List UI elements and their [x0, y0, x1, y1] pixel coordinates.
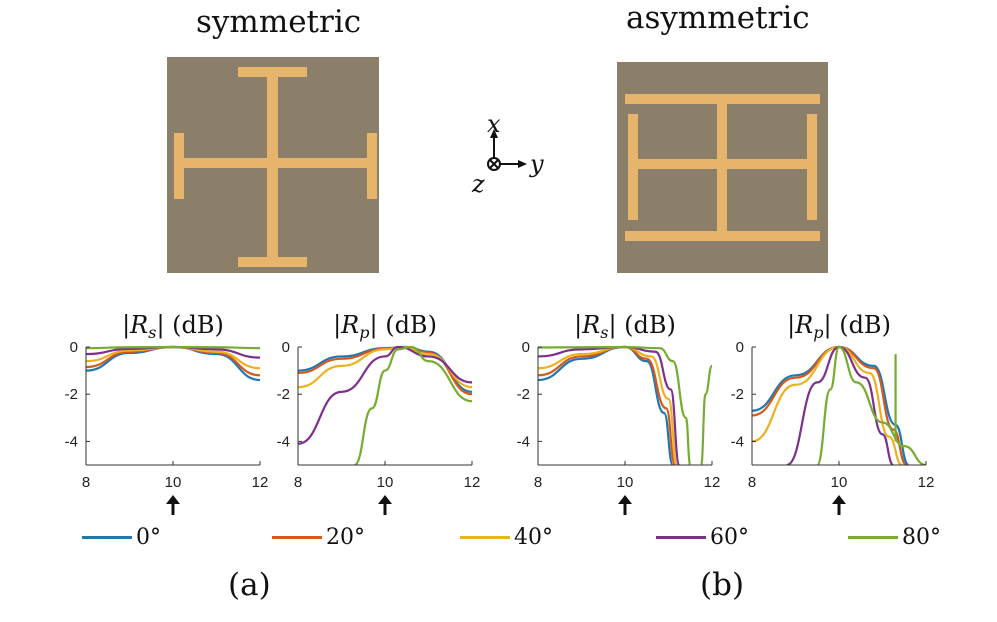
chart-panel-3: |Rs| (dB) 0 -2 -4 8 10 12 — [517, 311, 721, 515]
legend-swatch — [848, 536, 898, 539]
legend-label: 0° — [136, 525, 161, 550]
x-tick-label: 10 — [165, 474, 182, 491]
x-tick-label: 12 — [918, 474, 935, 491]
series-line-80deg — [700, 364, 712, 465]
z-axis-label: z — [471, 170, 485, 198]
coordinate-axes: x y z — [471, 110, 544, 198]
right-endcap — [367, 133, 377, 199]
horizontal-arm — [174, 158, 371, 168]
legend-item: 20° — [272, 525, 365, 550]
frequency-marker-arrowhead — [832, 495, 846, 504]
y-tick-label: -2 — [65, 386, 78, 403]
legend-item: 0° — [82, 525, 161, 550]
frequency-marker-arrowhead — [618, 495, 632, 504]
y-tick-label: -2 — [731, 386, 744, 403]
x-tick-label: 8 — [82, 474, 90, 491]
y-tick-label: -4 — [517, 433, 530, 450]
x-tick-label: 8 — [534, 474, 542, 491]
series-line-20deg — [752, 345, 908, 465]
x-tick-label: 12 — [464, 474, 481, 491]
legend-label: 20° — [326, 525, 365, 550]
x-tick-label: 12 — [704, 474, 721, 491]
caption-b: (b) — [700, 567, 745, 603]
asymmetric-title: asymmetric — [626, 0, 810, 36]
y-tick-label: -2 — [517, 386, 530, 403]
bottom-crossbar — [238, 257, 307, 267]
series-line-40deg — [538, 345, 679, 465]
series-line-80deg — [816, 345, 926, 465]
series-line-60deg — [786, 345, 895, 465]
series-line-20deg — [538, 345, 677, 465]
series-line-80deg — [86, 345, 260, 350]
chart-title: |Rp| (dB) — [333, 311, 437, 342]
series-group — [298, 345, 472, 465]
chart-title: |Rs| (dB) — [122, 311, 224, 342]
series-line-80deg — [538, 345, 692, 465]
legend-swatch — [656, 536, 706, 539]
x-tick-label: 12 — [252, 474, 269, 491]
y-axis-label: y — [529, 150, 544, 178]
chart-panel-1: |Rs| (dB) 0 -2 -4 8 10 12 — [65, 311, 269, 515]
legend-label: 60° — [710, 525, 749, 550]
legend-item: 40° — [460, 525, 553, 550]
y-tick-label: -4 — [731, 433, 744, 450]
y-tick-label: -4 — [277, 433, 290, 450]
legend-swatch — [82, 536, 132, 539]
y-tick-label: 0 — [522, 339, 530, 356]
chart-title: |Rs| (dB) — [574, 311, 676, 342]
y-tick-label: 0 — [70, 339, 78, 356]
legend-item: 60° — [656, 525, 749, 550]
x-arrowhead — [490, 129, 498, 138]
y-tick-label: -4 — [65, 433, 78, 450]
legend-label: 80° — [902, 525, 941, 550]
series-line-60deg — [538, 345, 681, 465]
series-line-80deg — [353, 345, 472, 465]
right-endcap — [807, 114, 817, 220]
y-arrowhead — [518, 160, 527, 168]
chart-panel-4: |Rp| (dB) 0 -2 -4 8 10 12 — [731, 311, 935, 515]
left-endcap — [628, 114, 638, 220]
y-tick-label: -2 — [277, 386, 290, 403]
frequency-marker-arrowhead — [378, 495, 392, 504]
frequency-marker-arrowhead — [166, 495, 180, 504]
x-tick-label: 10 — [831, 474, 848, 491]
caption-a: (a) — [228, 567, 271, 603]
series-group — [752, 345, 926, 465]
legend-item: 80° — [848, 525, 941, 550]
y-tick-label: 0 — [736, 339, 744, 356]
x-axis-label: x — [487, 110, 501, 138]
horizontal-arm — [633, 159, 813, 169]
series-group — [86, 345, 260, 382]
series-line-0deg — [298, 345, 472, 393]
x-tick-label: 10 — [377, 474, 394, 491]
chart-panel-2: |Rp| (dB) 0 -2 -4 8 10 12 — [277, 311, 481, 515]
series-group — [538, 345, 712, 465]
x-tick-label: 10 — [617, 474, 634, 491]
legend-label: 40° — [514, 525, 553, 550]
left-endcap — [174, 133, 184, 199]
series-line-40deg — [752, 345, 903, 465]
y-tick-label: 0 — [282, 339, 290, 356]
symmetric-unit-cell — [167, 57, 379, 273]
symmetric-title: symmetric — [196, 4, 362, 40]
legend: 0° 20° 40° 60° 80° — [0, 525, 997, 555]
legend-swatch — [272, 536, 322, 539]
series-line-60deg — [298, 345, 472, 445]
x-tick-label: 8 — [748, 474, 756, 491]
asymmetric-unit-cell — [617, 62, 828, 273]
x-tick-label: 8 — [294, 474, 302, 491]
chart-title: |Rp| (dB) — [787, 311, 891, 342]
legend-swatch — [460, 536, 510, 539]
